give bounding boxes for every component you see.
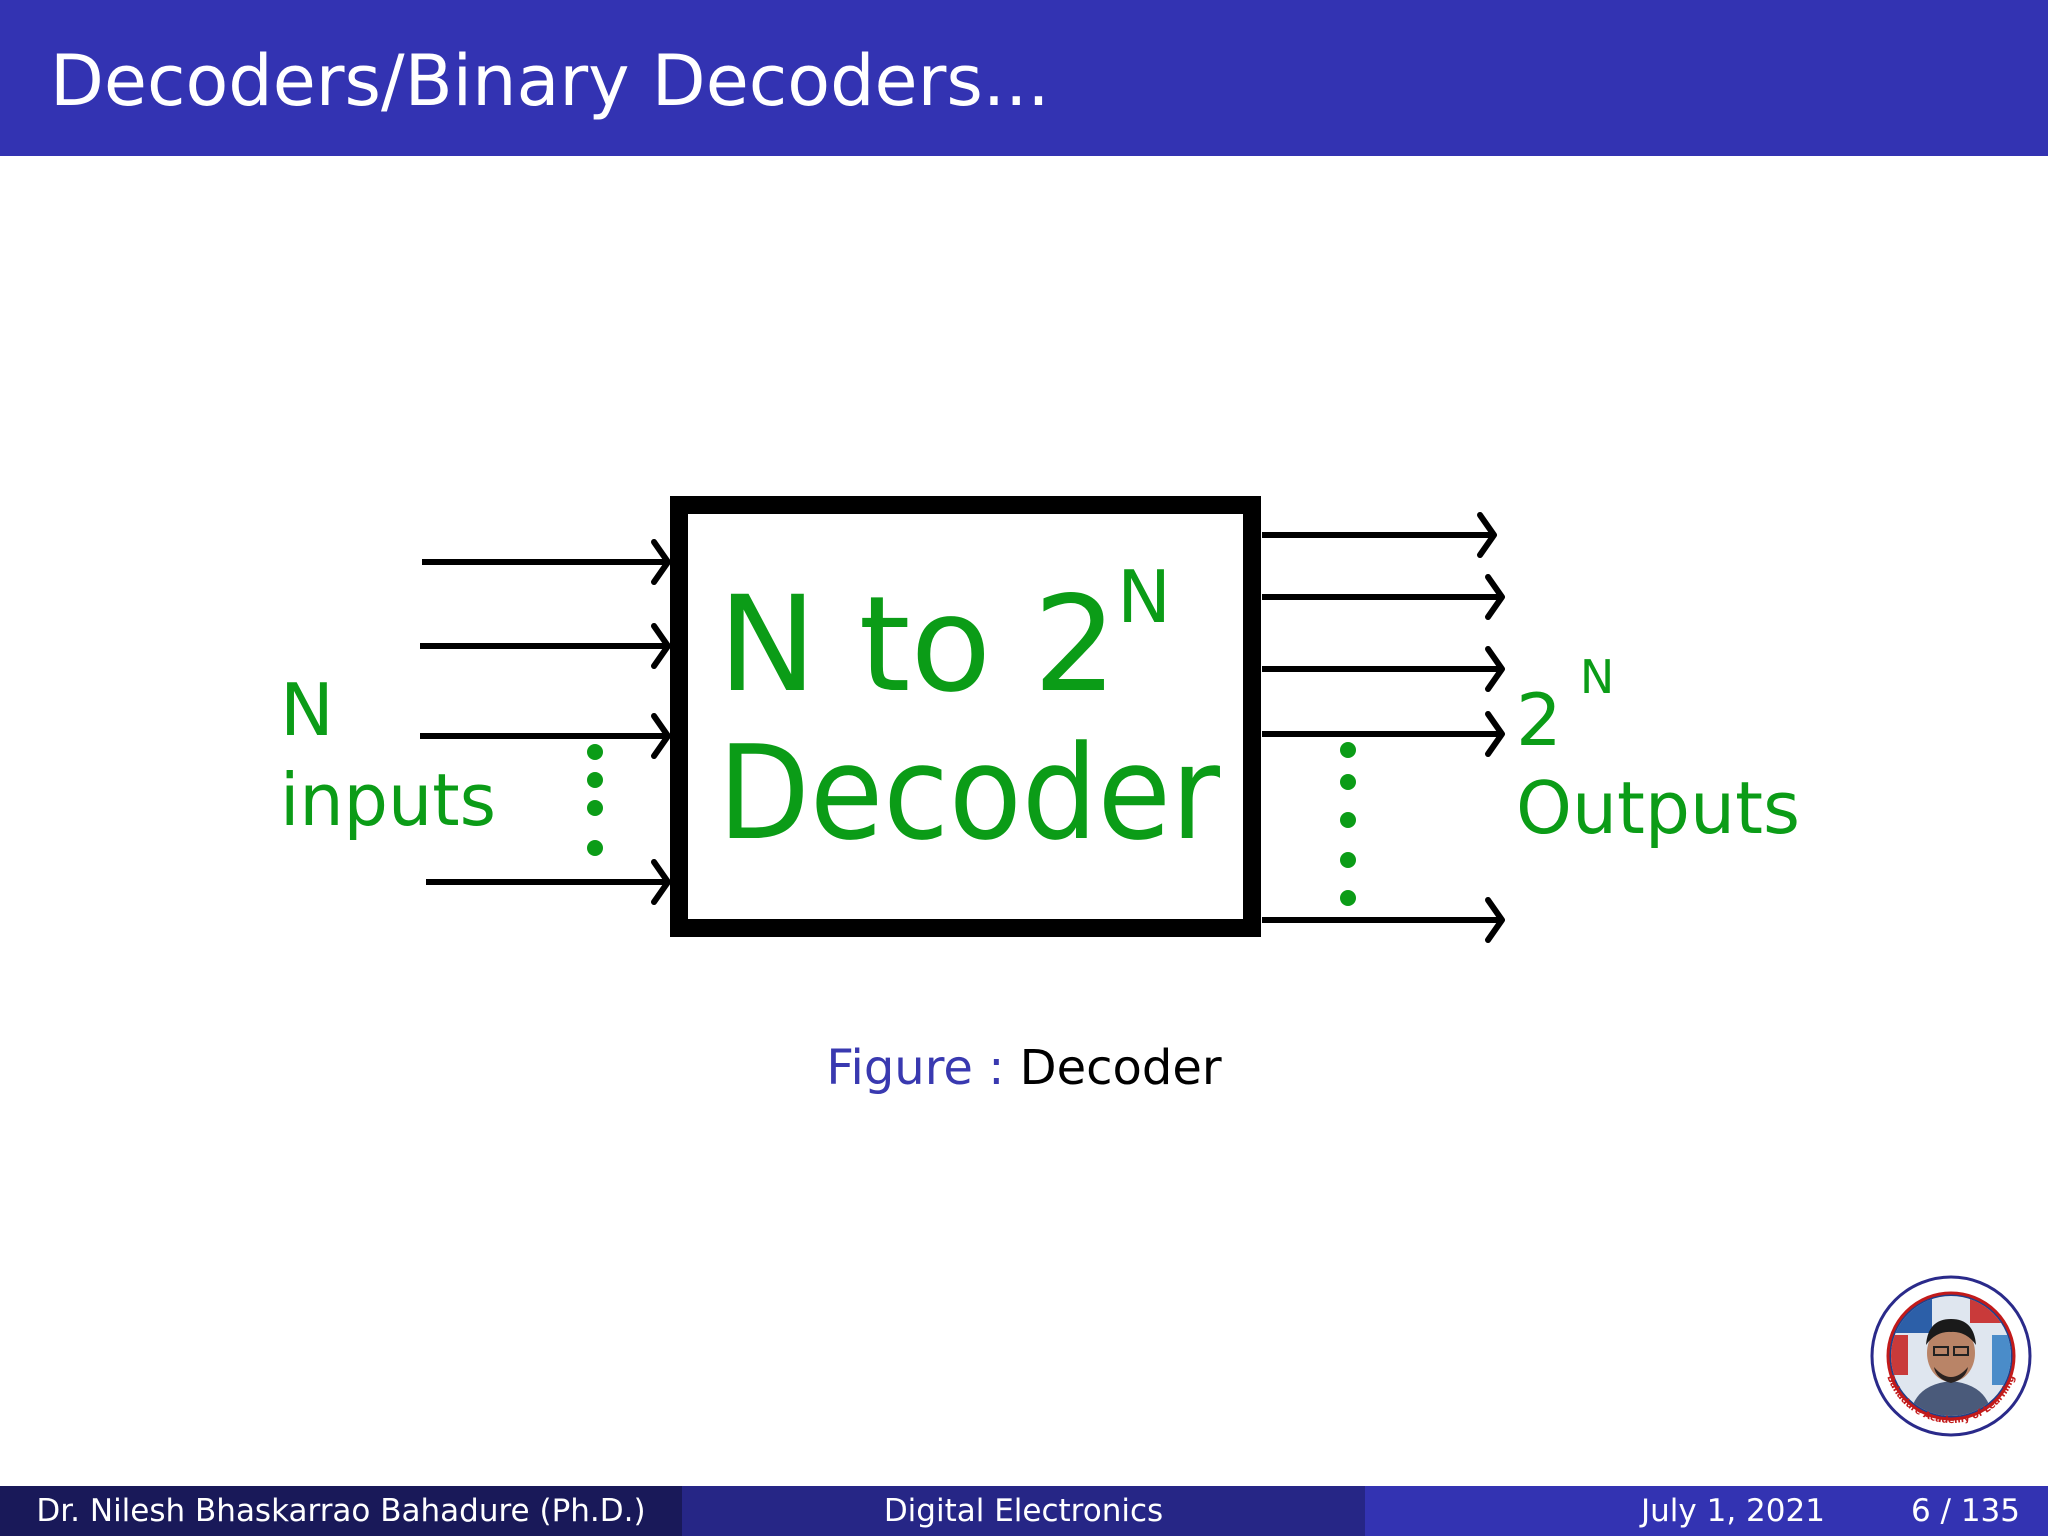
footer-right-section: July 1, 2021 6 / 135 xyxy=(1365,1486,2048,1536)
output-arrowheads xyxy=(1480,515,1502,940)
input-arrowheads xyxy=(654,542,668,902)
input-lines xyxy=(420,559,668,885)
box-label-sup: N xyxy=(1117,555,1171,639)
output-lines xyxy=(1262,532,1502,923)
caption-text: Decoder xyxy=(1019,1040,1222,1096)
box-label-line1: N to 2N xyxy=(718,555,1171,722)
footer-course: Digital Electronics xyxy=(682,1486,1365,1536)
outputs-label-sup: N xyxy=(1580,650,1614,704)
footer-author: Dr. Nilesh Bhaskarrao Bahadure (Ph.D.) xyxy=(0,1486,682,1536)
footer-page-number: 6 / 135 xyxy=(1910,1493,2020,1529)
inputs-label-text: inputs xyxy=(280,758,496,842)
outputs-label-base: 2 xyxy=(1516,678,1562,762)
footer-date: July 1, 2021 xyxy=(1641,1493,1825,1529)
box-label-line2: Decoder xyxy=(718,717,1221,869)
figure-caption: Figure : Decoder xyxy=(0,1040,2048,1096)
title-bar: Decoders/Binary Decoders... xyxy=(0,0,2048,156)
decoder-box xyxy=(670,496,1261,937)
output-ellipsis-dots xyxy=(1340,742,1356,906)
footer-bar: Dr. Nilesh Bhaskarrao Bahadure (Ph.D.) D… xyxy=(0,1486,2048,1536)
box-label-main: N to 2 xyxy=(718,568,1117,722)
slide-title: Decoders/Binary Decoders... xyxy=(50,40,1050,122)
caption-prefix: Figure xyxy=(826,1040,973,1096)
outputs-label-text: Outputs xyxy=(1516,766,1800,850)
inputs-label-n: N xyxy=(280,668,334,752)
caption-separator: : xyxy=(988,1040,1005,1096)
portrait-logo-icon: Bahadure Academy of Learning xyxy=(1870,1275,2032,1437)
outputs-label-line1: 2N xyxy=(1516,650,1614,762)
input-ellipsis-dots xyxy=(587,744,603,856)
